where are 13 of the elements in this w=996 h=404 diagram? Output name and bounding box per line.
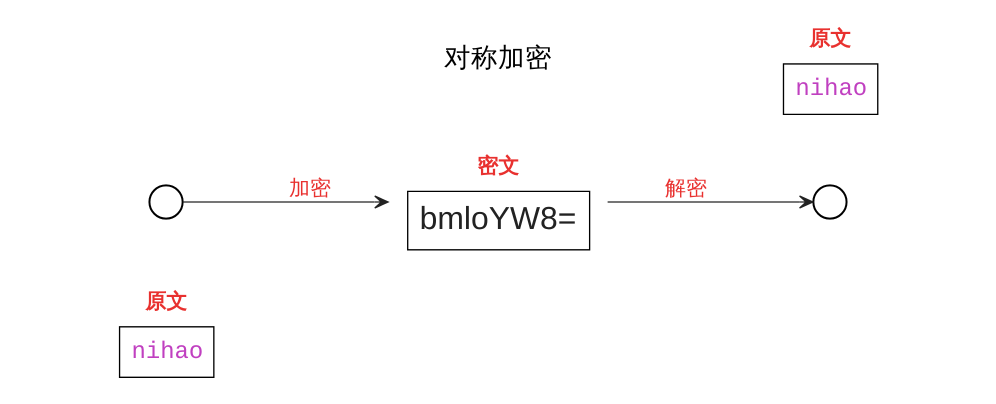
edge-label: 加密 bbox=[289, 176, 332, 202]
node-label: 密文 bbox=[477, 154, 520, 179]
label: 对称加密 bbox=[444, 42, 552, 74]
node-box: bmloYW8= bbox=[407, 190, 590, 250]
node-box: nihao bbox=[118, 326, 214, 378]
arrow bbox=[182, 195, 389, 209]
edge-label: 解密 bbox=[664, 176, 707, 202]
node-box: nihao bbox=[782, 63, 878, 116]
node-person bbox=[812, 184, 848, 220]
node-label: 原文 bbox=[809, 26, 852, 52]
node-label: 原文 bbox=[145, 288, 188, 314]
node-person bbox=[148, 184, 184, 220]
arrow bbox=[608, 195, 814, 209]
